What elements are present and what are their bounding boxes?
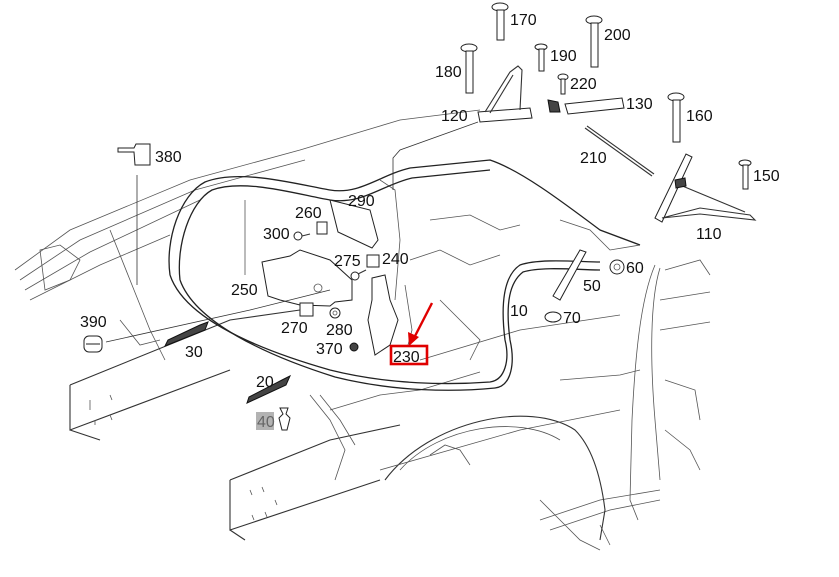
hinge-arm-part-130[interactable] — [547, 97, 625, 115]
part-label-380[interactable]: 380 — [155, 149, 182, 166]
part-label-120[interactable]: 120 — [441, 108, 468, 125]
part-labels: 170 200 190 180 220 130 120 160 210 150 … — [80, 12, 780, 431]
cap-part-390[interactable] — [83, 335, 103, 353]
screw-part-275[interactable] — [350, 269, 367, 281]
bolt-part-150[interactable] — [738, 159, 752, 190]
panel-part-250[interactable] — [261, 249, 353, 307]
part-label-270[interactable]: 270 — [281, 320, 308, 337]
part-label-30[interactable]: 30 — [185, 344, 203, 361]
trim-strip-part-30[interactable] — [163, 321, 209, 347]
highlighted-part-box — [256, 412, 274, 430]
selection-arrowhead — [408, 332, 419, 346]
trim-strip-part-20[interactable] — [246, 374, 292, 404]
selected-part-box — [389, 344, 429, 366]
part-label-10[interactable]: 10 — [510, 303, 528, 320]
leader-line-390 — [105, 289, 331, 343]
selection-arrow — [412, 302, 434, 339]
part-label-290[interactable]: 290 — [348, 193, 375, 210]
selection-indicator — [389, 302, 434, 366]
part-label-180[interactable]: 180 — [435, 64, 462, 81]
part-label-130[interactable]: 130 — [626, 96, 653, 113]
part-label-20[interactable]: 20 — [256, 374, 274, 391]
bolt-part-190[interactable] — [534, 43, 548, 72]
body-structure — [14, 109, 711, 551]
part-label-60[interactable]: 60 — [626, 260, 644, 277]
part-label-220[interactable]: 220 — [570, 76, 597, 93]
part-label-40[interactable]: 40 — [257, 414, 275, 431]
bolt-part-200[interactable] — [585, 15, 603, 68]
hinge-part-120[interactable] — [477, 65, 533, 123]
bracket-part-270[interactable] — [299, 302, 314, 317]
panel-part-230[interactable] — [367, 274, 399, 356]
part-label-70[interactable]: 70 — [563, 310, 581, 327]
part-label-50[interactable]: 50 — [583, 278, 601, 295]
bracket-part-260[interactable] — [316, 221, 328, 235]
grommet-part-60[interactable] — [609, 259, 625, 275]
part-label-210[interactable]: 210 — [580, 150, 607, 167]
part-label-160[interactable]: 160 — [686, 108, 713, 125]
part-label-200[interactable]: 200 — [604, 27, 631, 44]
clip-part-370[interactable] — [349, 342, 359, 352]
grommet-part-70[interactable] — [544, 311, 562, 323]
part-label-390[interactable]: 390 — [80, 314, 107, 331]
part-label-260[interactable]: 260 — [295, 205, 322, 222]
part-label-150[interactable]: 150 — [753, 168, 780, 185]
hinge-part-110[interactable] — [654, 153, 757, 223]
part-label-370[interactable]: 370 — [316, 341, 343, 358]
bolt-part-170[interactable] — [491, 2, 509, 41]
part-label-275[interactable]: 275 — [334, 253, 361, 270]
nut-part-280[interactable] — [329, 307, 341, 319]
part-label-190[interactable]: 190 — [550, 48, 577, 65]
part-label-240[interactable]: 240 — [382, 251, 409, 268]
part-label-280[interactable]: 280 — [326, 322, 353, 339]
torsion-rod-part-210[interactable] — [584, 125, 655, 177]
clip-part-40[interactable] — [278, 407, 291, 431]
part-label-230[interactable]: 230 — [393, 349, 420, 366]
leader-line-120 — [392, 121, 479, 190]
bolt-part-180[interactable] — [460, 43, 478, 94]
part-label-110[interactable]: 110 — [696, 226, 722, 243]
part-label-170[interactable]: 170 — [510, 12, 537, 29]
bracket-part-240[interactable] — [366, 254, 380, 268]
part-label-250[interactable]: 250 — [231, 282, 258, 299]
trunk-seal-part-10[interactable] — [168, 159, 641, 391]
bolt-part-220[interactable] — [557, 73, 569, 95]
bracket-part-380[interactable] — [117, 143, 151, 166]
hose-part-50[interactable] — [552, 249, 587, 301]
bolt-part-160[interactable] — [667, 92, 685, 143]
screw-part-300[interactable] — [293, 231, 311, 241]
panel-part-290[interactable] — [329, 199, 379, 249]
part-label-300[interactable]: 300 — [263, 226, 290, 243]
